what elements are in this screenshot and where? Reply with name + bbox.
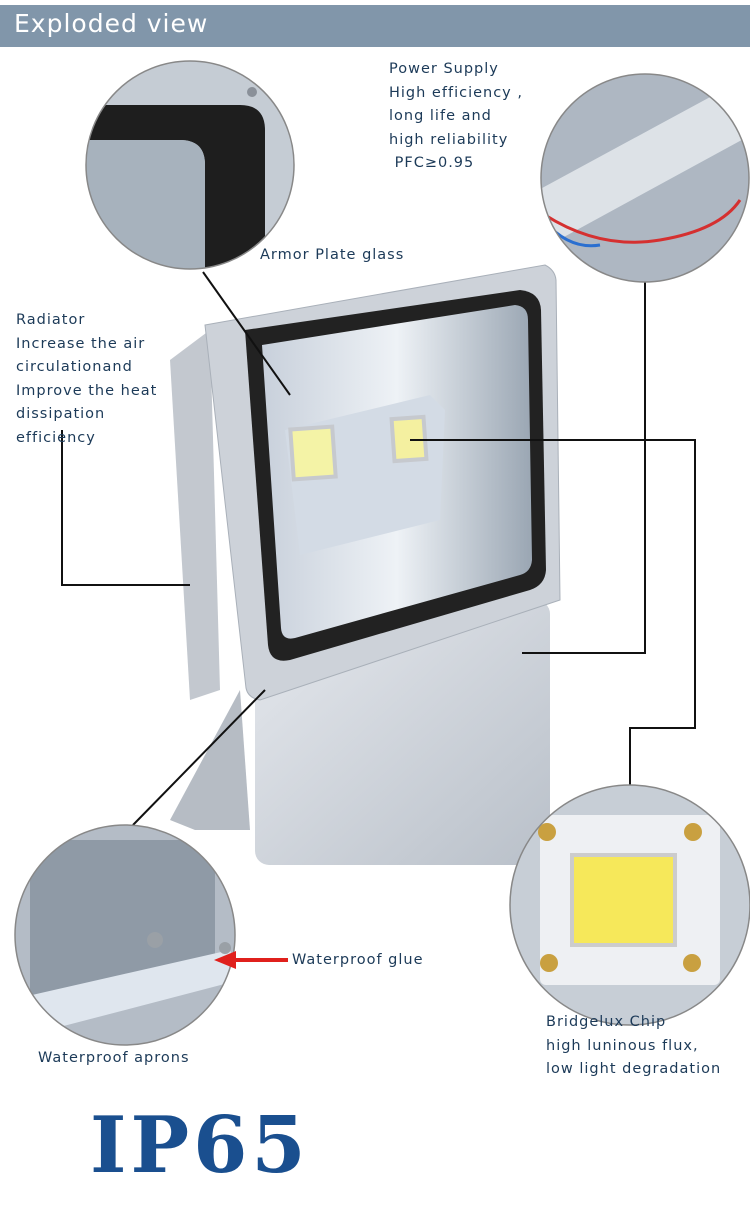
label-line: high luninous flux, bbox=[546, 1037, 699, 1054]
leader-line-radiator bbox=[61, 430, 190, 586]
screw-icon bbox=[219, 942, 231, 954]
power-supply-detail bbox=[541, 74, 749, 282]
label-line: High efficiency , bbox=[389, 84, 523, 101]
label-line: dissipation bbox=[16, 406, 106, 422]
screw-icon bbox=[147, 932, 163, 948]
mounting-bracket bbox=[170, 690, 250, 830]
screw-icon bbox=[684, 823, 702, 841]
label-line: Power Supply bbox=[389, 61, 499, 77]
waterproof-detail bbox=[15, 825, 235, 1045]
header-bar: Exploded view bbox=[0, 5, 750, 47]
arrow-icon bbox=[214, 951, 288, 969]
floodlight bbox=[170, 264, 561, 865]
leader-line-waterproof bbox=[132, 689, 266, 826]
waterproof-glue-label: Waterproof glue bbox=[292, 952, 424, 968]
chip-label: Bridgelux Chip high luninous flux, low lig… bbox=[546, 1011, 721, 1082]
label-line: circulationand bbox=[16, 359, 133, 375]
label-line: Bridgelux Chip bbox=[546, 1014, 667, 1030]
detail-circle-border bbox=[85, 60, 295, 270]
leader-line-chip bbox=[410, 439, 696, 785]
waterproof-aprons-label: Waterproof aprons bbox=[38, 1050, 190, 1066]
armor-glass-detail bbox=[86, 61, 294, 269]
screw-icon bbox=[683, 954, 701, 972]
label-line: PFC≥0.95 bbox=[389, 155, 475, 171]
header-title: Exploded view bbox=[14, 9, 209, 38]
label-line: Increase the air bbox=[16, 335, 146, 352]
detail-circle-border bbox=[509, 784, 750, 1026]
label-line: Improve the heat bbox=[16, 382, 158, 399]
screw-icon bbox=[247, 87, 257, 97]
led-chip bbox=[288, 424, 338, 482]
radiator-fins bbox=[170, 330, 220, 700]
leader-lines bbox=[61, 271, 696, 826]
detail-circle-border bbox=[540, 73, 750, 283]
label-line: efficiency bbox=[16, 429, 96, 446]
screw-icon bbox=[540, 954, 558, 972]
label-line: high reliability bbox=[389, 131, 509, 148]
leader-line-glass bbox=[202, 271, 291, 396]
chip-detail bbox=[510, 785, 750, 1025]
label-line: long life and bbox=[389, 108, 492, 124]
cob-led bbox=[570, 853, 677, 947]
detail-circle-border bbox=[14, 824, 236, 1046]
red-wire bbox=[544, 199, 742, 244]
armor-glass-label: Armor Plate glass bbox=[260, 247, 405, 263]
label-line: low light degradation bbox=[546, 1061, 722, 1077]
label-line: Radiator bbox=[16, 312, 86, 328]
led-chip bbox=[389, 414, 429, 464]
leader-line-power-supply bbox=[522, 280, 646, 654]
screw-icon bbox=[538, 823, 556, 841]
ip-rating: IP65 bbox=[90, 1100, 310, 1191]
